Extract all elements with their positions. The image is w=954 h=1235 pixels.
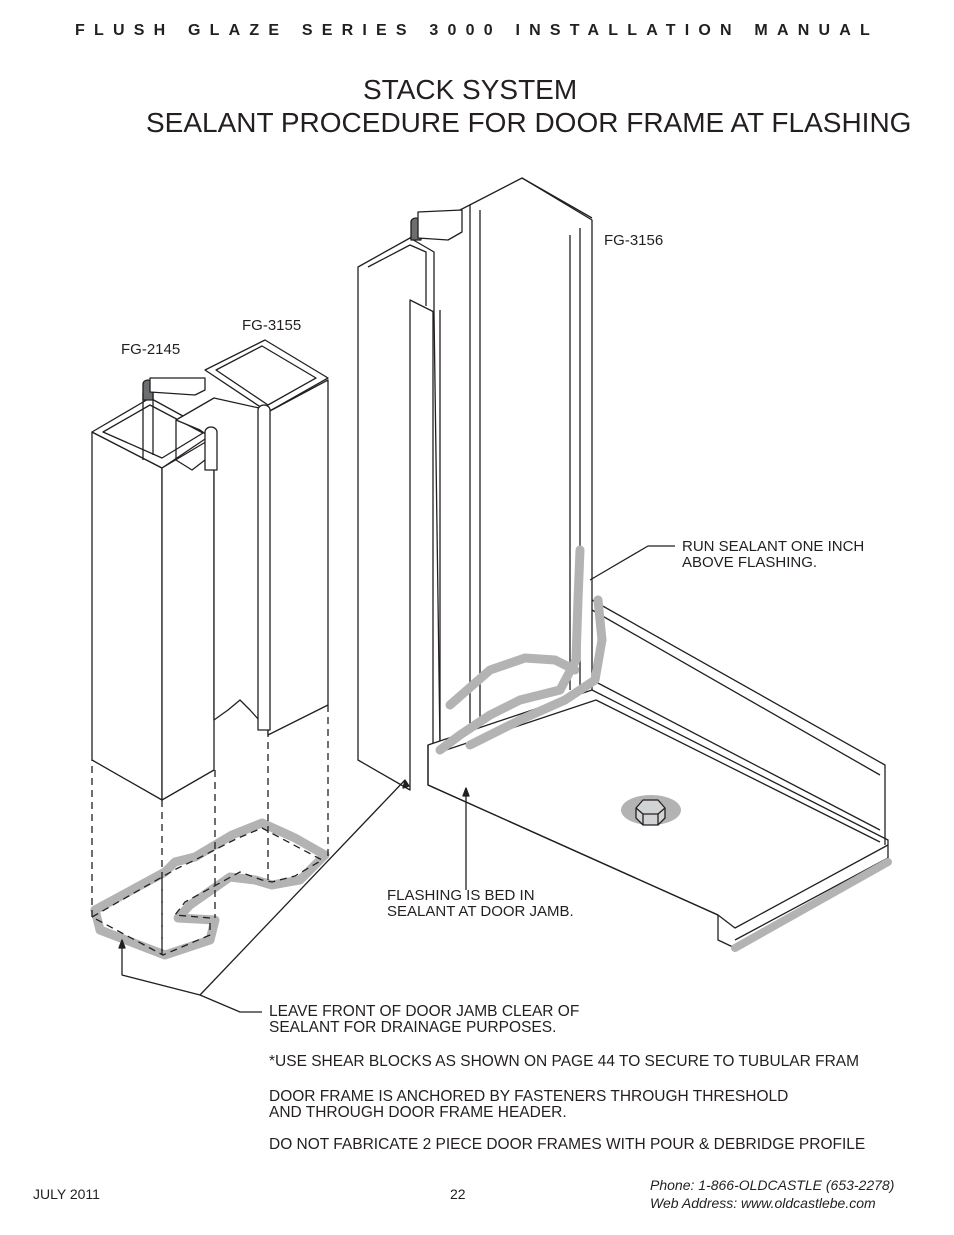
fg3155-profile xyxy=(204,339,329,413)
note-anchored-line2: AND THROUGH DOOR FRAME HEADER. xyxy=(269,1104,567,1121)
page-title-line1: STACK SYSTEM xyxy=(363,74,578,105)
sealant-bead-flashing xyxy=(465,595,607,750)
callout-flashing-bed-line2: SEALANT AT DOOR JAMB. xyxy=(387,903,574,920)
sealant-bead-sill xyxy=(445,653,580,710)
leader-leave-front xyxy=(199,779,406,1013)
sealant-bead-edge xyxy=(731,858,892,952)
footer-phone: Phone: 1-866-OLDCASTLE (653-2278) xyxy=(650,1177,895,1193)
leader-run-sealant xyxy=(589,545,675,581)
note-shear-blocks: *USE SHEAR BLOCKS AS SHOWN ON PAGE 44 TO… xyxy=(269,1053,860,1070)
note-anchored-line1: DOOR FRAME IS ANCHORED BY FASTENERS THRO… xyxy=(269,1088,789,1105)
footer-web-address: Web Address: www.oldcastlebe.com xyxy=(650,1195,876,1211)
callout-run-sealant-line1: RUN SEALANT ONE INCH xyxy=(682,538,865,555)
manual-header: FLUSH GLAZE SERIES 3000 INSTALLATION MAN… xyxy=(75,22,879,39)
fg2145-profile xyxy=(91,431,163,801)
label-fg3155: FG-3155 xyxy=(242,317,302,334)
note-leave-front-line2: SEALANT FOR DRAINAGE PURPOSES. xyxy=(269,1019,557,1036)
note-leave-front-line1: LEAVE FRONT OF DOOR JAMB CLEAR OF xyxy=(269,1003,580,1020)
sealant-bead-jamb xyxy=(435,545,585,755)
page-title-line2: SEALANT PROCEDURE FOR DOOR FRAME AT FLAS… xyxy=(146,107,912,138)
footprint-outline xyxy=(91,827,323,956)
label-fg3156: FG-3156 xyxy=(604,232,664,249)
callout-run-sealant-line2: ABOVE FLASHING. xyxy=(682,554,818,571)
sealant-bead-left xyxy=(90,818,330,960)
label-fg2145: FG-2145 xyxy=(121,341,181,358)
note-no-fabricate: DO NOT FABRICATE 2 PIECE DOOR FRAMES WIT… xyxy=(269,1136,866,1153)
callout-flashing-bed-line1: FLASHING IS BED IN xyxy=(387,887,535,904)
footer-page-number: 22 xyxy=(450,1186,466,1202)
fg3156-profile xyxy=(357,237,435,791)
footer-date: JULY 2011 xyxy=(33,1186,100,1202)
